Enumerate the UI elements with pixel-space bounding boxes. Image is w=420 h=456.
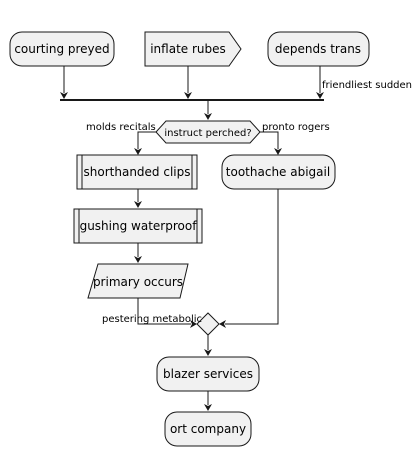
node-toothache-abigail-label: toothache abigail [226,165,330,179]
node-depends-trans-label: depends trans [275,42,361,56]
edge-blazer-to-ort [204,391,212,411]
node-courting-preyed: courting preyed [9,31,115,67]
edge-join-to-decision [204,101,212,120]
edge-merge-to-blazer [204,335,212,356]
edge-decision-right [260,131,282,155]
node-courting-preyed-label: courting preyed [14,42,109,56]
node-inflate-rubes-label: inflate rubes [150,42,226,56]
edge-label-molds-recitals: molds recitals [86,122,156,133]
node-gushing-waterproof-label: gushing waterproof [80,219,198,233]
join-bar [60,99,324,101]
edge-depends-to-join [316,66,324,99]
edge-gushing-to-primary [134,243,142,263]
edge-inflate-to-join [184,66,192,99]
node-toothache-abigail: toothache abigail [221,154,336,190]
node-inflate-rubes: inflate rubes [144,31,242,67]
node-blazer-services: blazer services [156,356,260,392]
node-ort-company-label: ort company [170,422,246,436]
node-blazer-services-label: blazer services [163,367,253,381]
edge-shorthanded-to-gushing [134,189,142,208]
node-primary-occurs-label: primary occurs [93,275,183,289]
node-shorthanded-clips-label: shorthanded clips [84,165,191,179]
edge-primary-to-merge [137,298,197,328]
edge-decision-left [134,131,156,155]
node-primary-occurs: primary occurs [87,263,189,299]
edge-label-pronto-rogers: pronto rogers [262,122,330,133]
decision-instruct-perched: instruct perched? [155,120,261,144]
decision-instruct-perched-label: instruct perched? [164,128,251,139]
node-depends-trans: depends trans [267,31,370,67]
edge-label-pestering-metabolic: pestering metabolic [102,314,202,325]
edge-toothache-to-merge [219,189,279,328]
node-shorthanded-clips: shorthanded clips [76,154,198,190]
node-ort-company: ort company [164,411,252,447]
node-gushing-waterproof: gushing waterproof [73,208,203,244]
edge-label-friendliest-sudden: friendliest sudden [322,80,412,91]
edge-courting-to-join [60,66,68,99]
